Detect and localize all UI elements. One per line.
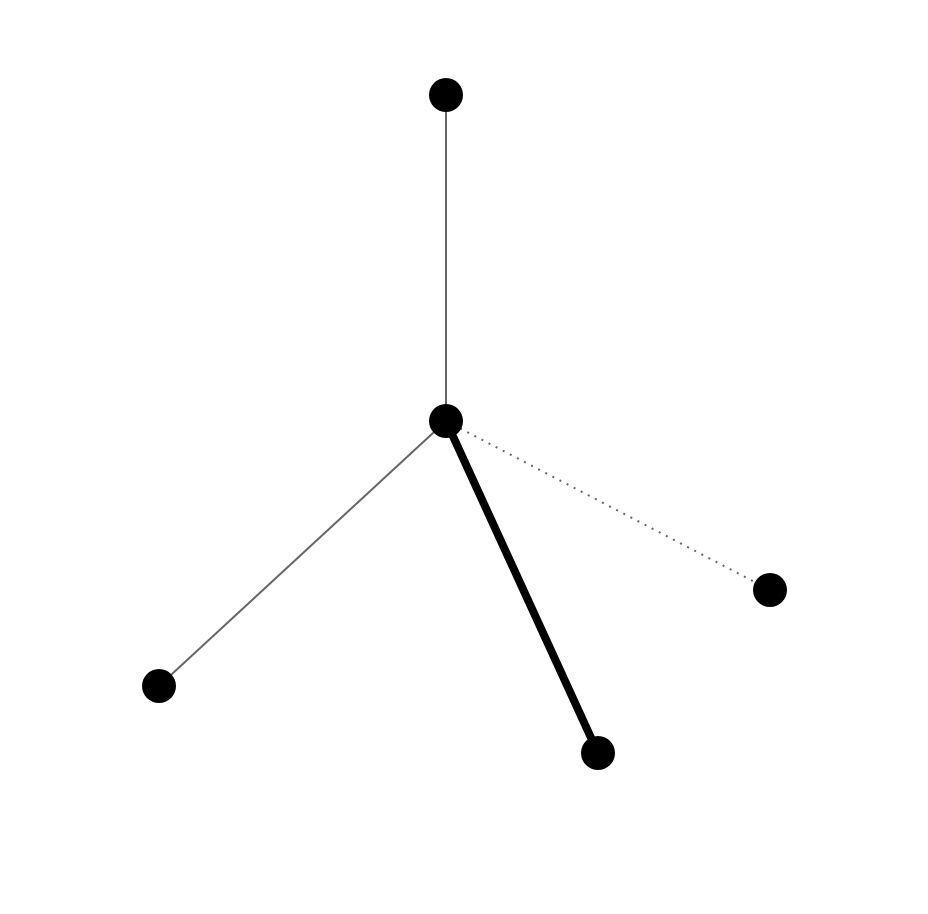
node-left bbox=[142, 669, 176, 703]
edge-hub-left bbox=[158, 420, 447, 687]
edge-hub-bottom bbox=[442, 419, 602, 755]
node-bottom bbox=[581, 736, 615, 770]
edge-hub-right bbox=[445, 420, 771, 591]
node-hub bbox=[429, 404, 463, 438]
edges-layer bbox=[158, 95, 771, 755]
node-top bbox=[429, 78, 463, 112]
nodes-layer bbox=[142, 78, 787, 770]
node-right bbox=[753, 573, 787, 607]
